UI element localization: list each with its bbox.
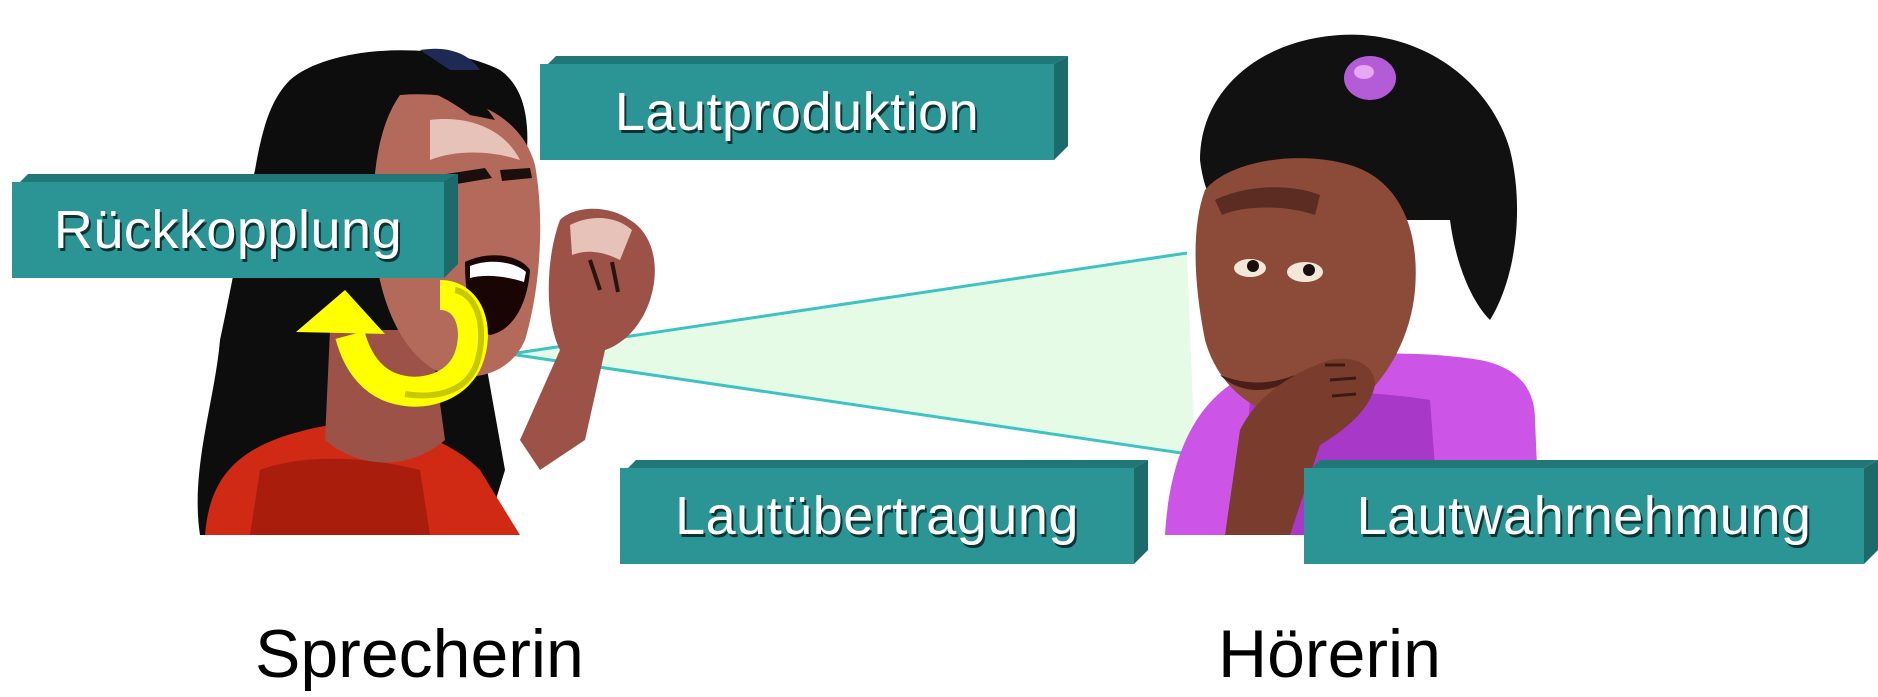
box-rueckkopplung: Rückkopplung [12, 174, 458, 278]
box-rueckkopplung-label: Rückkopplung [12, 182, 444, 278]
box-lautwahrnehmung: Lautwahrnehmung [1304, 460, 1878, 564]
caption-speaker: Sprecherin [255, 615, 584, 693]
box-lautuebertragung: Lautübertragung [620, 460, 1148, 564]
box-lautproduktion: Lautproduktion [540, 56, 1068, 160]
box-lautproduktion-label: Lautproduktion [540, 64, 1054, 160]
box-lautuebertragung-label: Lautübertragung [620, 468, 1134, 564]
caption-listener: Hörerin [1218, 615, 1441, 693]
box-lautwahrnehmung-label: Lautwahrnehmung [1304, 468, 1864, 564]
